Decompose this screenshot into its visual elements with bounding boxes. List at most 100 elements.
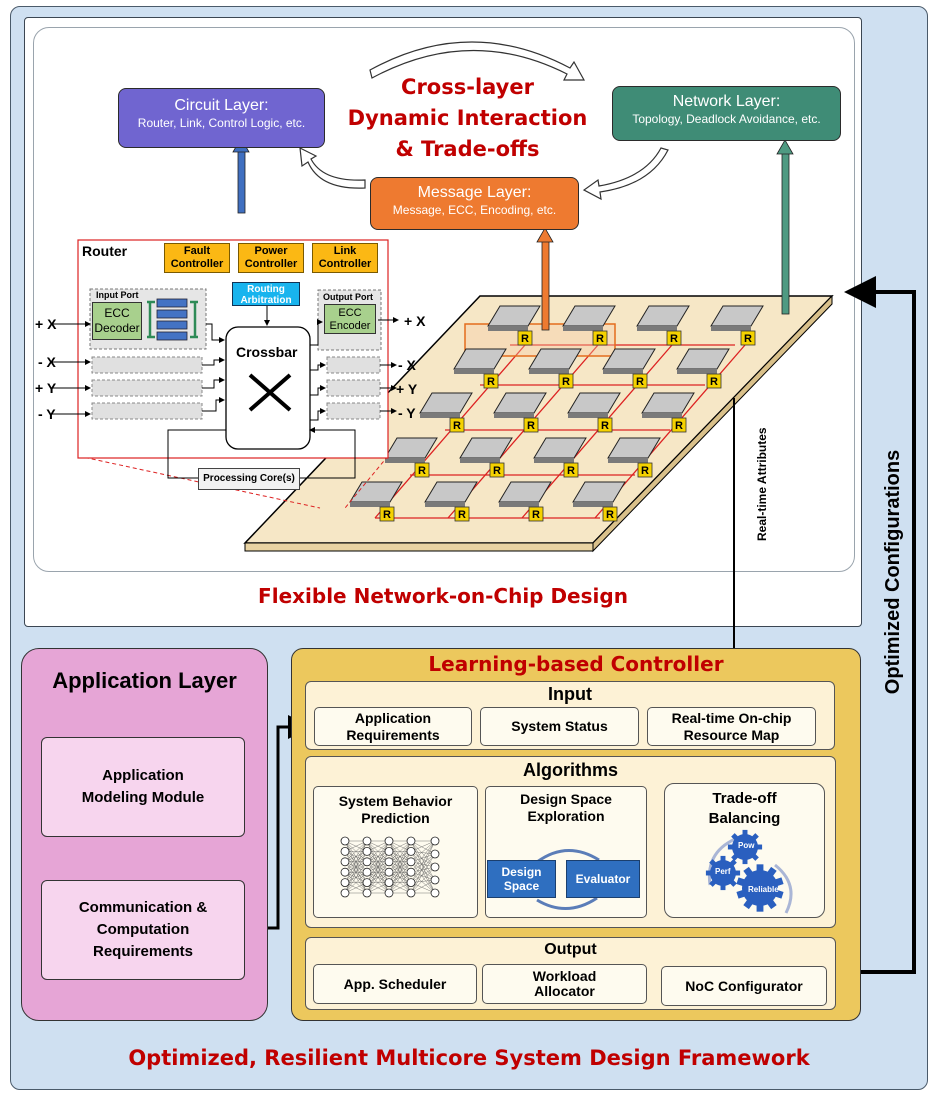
port-buffers (91, 356, 381, 420)
gear-perf-icon (705, 855, 741, 891)
input-queue-icon (147, 298, 198, 341)
nn-edge (388, 851, 412, 894)
core-link-out (300, 427, 356, 479)
nn-edge (410, 840, 436, 881)
router-tag (558, 373, 574, 389)
optimized-config-label: Optimized Configurations (882, 449, 904, 695)
gear-body (742, 870, 778, 906)
nn-neuron (406, 888, 416, 898)
nn-neuron (406, 878, 416, 887)
nn-edge (410, 853, 436, 883)
in-port-minus-x: - X (38, 354, 56, 370)
router-tag-label: R (670, 333, 678, 345)
gear-tooth (705, 870, 712, 876)
processing-core: Processing Core(s) (198, 468, 300, 490)
network-layer-subtitle: Topology, Deadlock Avoidance, etc. (632, 112, 821, 126)
gear-tooth (731, 833, 739, 841)
nn-neuron (406, 836, 416, 846)
ecc-encoder-line-2: Encoder (329, 320, 371, 332)
fault-controller-line-2: Controller (170, 258, 224, 270)
router-tag-label: R (636, 376, 644, 388)
routing-line-1: Routing (247, 284, 285, 295)
input-item-3-line-2: Resource Map (683, 726, 780, 743)
application-modeling-module: Application Modeling Module (41, 737, 245, 837)
gear-pow-icon (727, 829, 763, 865)
router-tag (666, 330, 682, 346)
core-node-edge (350, 502, 390, 507)
core-node-edge (534, 458, 574, 463)
core-node-edge (603, 369, 643, 374)
nn-edge (344, 840, 368, 873)
nn-neuron (406, 867, 416, 877)
core-node-edge (637, 326, 677, 331)
router-tag (517, 330, 533, 346)
input-port-label: Input Port (96, 290, 139, 300)
optimized-config-arrow (836, 276, 916, 974)
router-tag (632, 373, 648, 389)
gear-tooth (766, 866, 777, 878)
gear-tooth (756, 864, 764, 873)
message-layer-subtitle: Message, ECC, Encoding, etc. (392, 203, 557, 217)
nn-neuron (430, 849, 440, 859)
nn-edge (344, 840, 368, 883)
nn-neuron (430, 862, 440, 872)
output-title: Output (544, 941, 597, 958)
gear-tooth (731, 853, 739, 861)
router-tag-label: R (710, 376, 718, 388)
router-tag (379, 506, 395, 522)
nn-edge (388, 861, 412, 894)
nn-edge (410, 853, 436, 894)
modeling-line-1: Application (102, 767, 184, 784)
fault-controller: Fault Controller (164, 243, 230, 273)
nn-edge (388, 840, 412, 862)
nn-edge (366, 840, 390, 862)
core-node-edge (420, 413, 460, 418)
cross-layer-line-3: & Trade-offs (395, 137, 540, 161)
router-tag-label: R (487, 376, 495, 388)
network-layer-title: Network Layer: (672, 93, 781, 110)
router-tag (414, 462, 430, 478)
comm-line-1: Communication & (78, 899, 208, 916)
gear-body (710, 860, 736, 886)
nn-neuron (384, 857, 394, 867)
router-tag (523, 417, 539, 433)
nn-edge (388, 840, 412, 873)
router-tag (602, 506, 618, 522)
core-node-edge (460, 458, 500, 463)
core-node-edge (454, 369, 494, 374)
router-tag-label: R (601, 420, 609, 432)
design-space-line-1: Design (501, 865, 542, 879)
core-node-edge (385, 458, 425, 463)
nn-edge (410, 853, 436, 873)
core-node-edge (494, 413, 534, 418)
router-tag (597, 417, 613, 433)
gear-tooth (766, 898, 777, 910)
nn-edge (410, 840, 436, 868)
nn-edge (410, 866, 436, 883)
comm-line-2: Computation (96, 921, 190, 938)
nn-neuron (430, 875, 440, 885)
gear-tooth (742, 858, 748, 865)
out-port-plus-y: + Y (396, 381, 418, 397)
workload-line-2: Allocator (534, 983, 595, 999)
in-port-minus-y: - Y (38, 406, 56, 422)
router-tag (706, 373, 722, 389)
core-node-edge (529, 369, 569, 374)
nn-edge (410, 861, 436, 881)
fault-controller-line-1: Fault (183, 245, 211, 257)
core-node-edge (488, 326, 528, 331)
nn-neuron (362, 836, 372, 846)
core-node-edge (573, 502, 613, 507)
nn-edge (366, 851, 390, 894)
nn-neuron (430, 888, 440, 898)
routing-arbitration: Routing Arbitration (232, 282, 300, 306)
message-layer-title: Message Layer: (417, 184, 532, 201)
core-link-in (167, 429, 226, 479)
nn-neuron (430, 836, 440, 846)
nn-neuron (340, 878, 350, 887)
link-controller-line-1: Link (333, 245, 357, 257)
router-tag (592, 330, 608, 346)
cross-layer-line-2: Dynamic Interaction (347, 106, 588, 130)
neural-network-icon (340, 836, 440, 898)
nn-edge (366, 840, 390, 883)
